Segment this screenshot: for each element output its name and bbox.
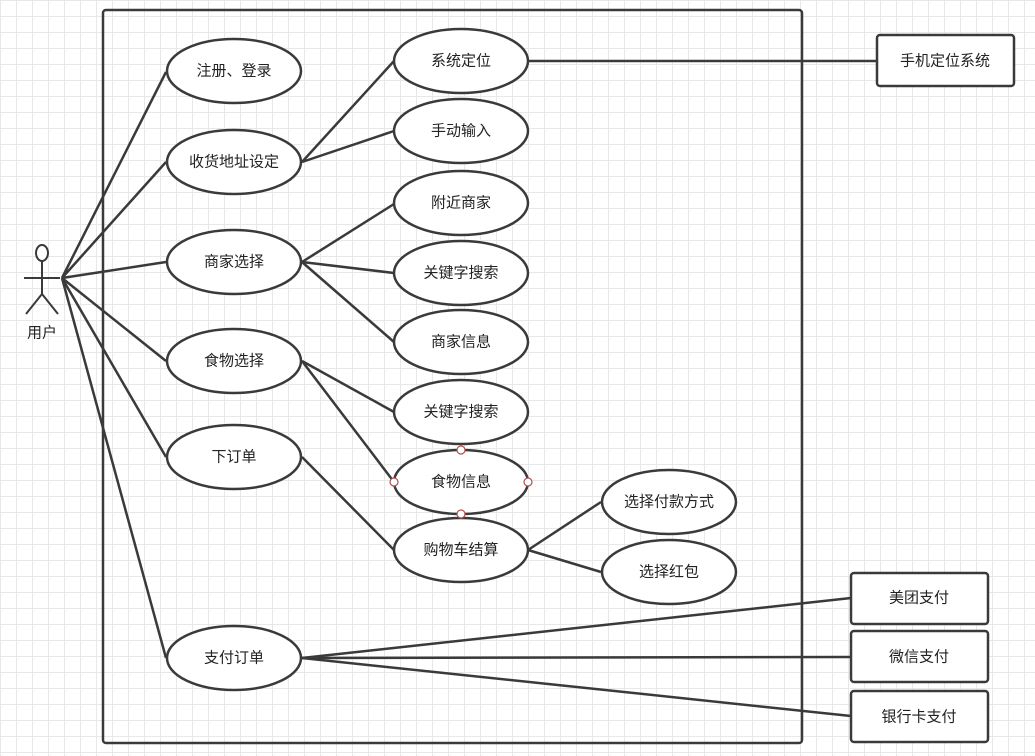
use-case-label: 商家选择 xyxy=(204,253,264,271)
use-case-label: 购物车结算 xyxy=(423,541,498,559)
external-bank-card-pay[interactable]: 银行卡支付 xyxy=(849,689,990,744)
actor-label: 用户 xyxy=(27,324,57,342)
use-case-ellipse xyxy=(392,169,530,237)
use-case-ellipse xyxy=(165,327,303,395)
use-case-label: 选择付款方式 xyxy=(624,493,714,511)
handle-right[interactable] xyxy=(523,477,533,487)
line-actor-order xyxy=(60,277,168,458)
use-case-nearby-merchants[interactable]: 附近商家 xyxy=(392,169,530,237)
actor-head xyxy=(35,244,49,262)
external-box xyxy=(875,33,1016,88)
use-case-merchant-info[interactable]: 商家信息 xyxy=(392,308,530,376)
handle-bottom[interactable] xyxy=(456,509,466,519)
actor-leg-right xyxy=(41,293,59,315)
external-box xyxy=(849,689,990,744)
use-case-label: 支付订单 xyxy=(204,649,264,667)
external-meituan-pay[interactable]: 美团支付 xyxy=(849,571,990,626)
use-case-food-select[interactable]: 食物选择 xyxy=(165,327,303,395)
external-label: 银行卡支付 xyxy=(881,708,956,726)
use-case-label: 食物选择 xyxy=(204,352,264,370)
line-pay-meituan xyxy=(301,596,852,660)
handle-left[interactable] xyxy=(389,477,399,487)
line-actor-address xyxy=(61,161,167,279)
line-actor-food xyxy=(61,277,167,362)
use-case-merchant-select[interactable]: 商家选择 xyxy=(165,228,303,296)
use-case-ellipse xyxy=(392,239,530,307)
line-merchant-nearby xyxy=(301,202,395,264)
actor-leg-left xyxy=(25,293,43,315)
use-case-system-locate[interactable]: 系统定位 xyxy=(392,27,530,95)
system-boundary xyxy=(101,8,804,745)
use-case-keyword-search-food[interactable]: 关键字搜索 xyxy=(392,378,530,446)
line-food-keyword xyxy=(301,359,395,414)
use-case-register-login[interactable]: 注册、登录 xyxy=(165,37,303,105)
use-case-label: 关键字搜索 xyxy=(423,403,498,421)
use-case-label: 下订单 xyxy=(211,448,256,466)
use-case-cart-checkout[interactable]: 购物车结算 xyxy=(392,516,530,584)
line-merchant-info xyxy=(301,261,395,343)
line-pay-wechat xyxy=(301,655,852,660)
external-box xyxy=(849,629,990,684)
line-actor-register xyxy=(60,71,168,279)
line-actor-pay xyxy=(60,277,168,659)
line-address-locate xyxy=(301,60,395,163)
use-case-ellipse xyxy=(165,228,303,296)
use-case-choose-redpacket[interactable]: 选择红包 xyxy=(600,538,738,606)
use-case-ellipse xyxy=(165,423,303,491)
line-pay-bank xyxy=(301,656,852,718)
external-label: 手机定位系统 xyxy=(900,52,990,70)
use-case-pay-order[interactable]: 支付订单 xyxy=(165,624,303,692)
use-case-address-setting[interactable]: 收货地址设定 xyxy=(165,128,303,196)
use-case-ellipse xyxy=(600,468,738,536)
line-merchant-keyword xyxy=(301,260,395,275)
use-case-keyword-search-merchant[interactable]: 关键字搜索 xyxy=(392,239,530,307)
external-wechat-pay[interactable]: 微信支付 xyxy=(849,629,990,684)
use-case-ellipse xyxy=(392,27,530,95)
line-actor-merchant xyxy=(61,260,167,280)
use-case-ellipse xyxy=(165,624,303,692)
line-checkout-redpacket xyxy=(527,548,602,574)
use-case-ellipse xyxy=(392,97,530,165)
use-case-label: 商家信息 xyxy=(431,333,491,351)
use-case-label: 关键字搜索 xyxy=(423,264,498,282)
selection-handles[interactable] xyxy=(389,445,533,519)
use-case-label: 选择红包 xyxy=(639,563,699,581)
use-case-label: 食物信息 xyxy=(431,473,491,491)
external-box xyxy=(849,571,990,626)
use-case-ellipse xyxy=(392,308,530,376)
use-case-food-info[interactable]: 食物信息 xyxy=(392,448,530,516)
use-case-manual-input[interactable]: 手动输入 xyxy=(392,97,530,165)
use-case-ellipse xyxy=(165,128,303,196)
use-case-label: 手动输入 xyxy=(431,122,491,140)
use-case-ellipse xyxy=(600,538,738,606)
external-label: 美团支付 xyxy=(889,589,949,607)
line-order-checkout xyxy=(301,456,395,551)
line-food-info xyxy=(301,360,395,483)
line-address-manual xyxy=(301,129,395,164)
use-case-label: 注册、登录 xyxy=(196,62,271,80)
line-checkout-payment xyxy=(527,500,602,552)
use-case-label: 附近商家 xyxy=(431,194,491,212)
handle-top[interactable] xyxy=(456,445,466,455)
use-case-label: 系统定位 xyxy=(431,52,491,70)
use-case-choose-payment[interactable]: 选择付款方式 xyxy=(600,468,738,536)
use-case-ellipse xyxy=(165,37,303,105)
external-phone-location[interactable]: 手机定位系统 xyxy=(875,33,1016,88)
connectors xyxy=(60,59,877,718)
actor-user[interactable] xyxy=(24,244,60,315)
use-case-place-order[interactable]: 下订单 xyxy=(165,423,303,491)
use-case-ellipse xyxy=(392,378,530,446)
use-case-label: 收货地址设定 xyxy=(189,153,279,171)
external-label: 微信支付 xyxy=(889,648,949,666)
